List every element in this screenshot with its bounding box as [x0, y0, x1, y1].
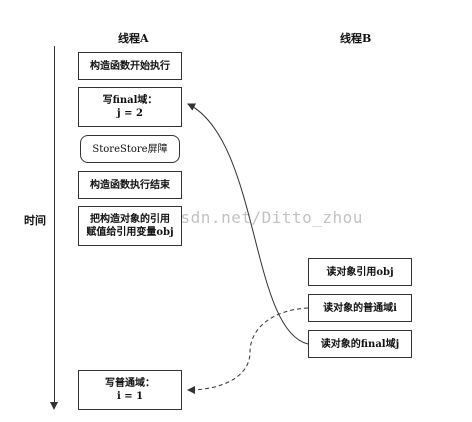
box-write-final-field: 写final域： j = 2: [78, 87, 182, 127]
timeline-arrowhead: [50, 402, 58, 410]
arrow-normal-read-to-normal-write: [187, 307, 309, 394]
box-write-normal-field: 写普通域： i = 1: [78, 370, 182, 410]
time-label: 时间: [24, 214, 46, 227]
box-storestore-barrier: StoreStore屏障: [80, 135, 180, 163]
timeline-axis: [54, 46, 55, 406]
thread-b-header: 线程B: [340, 32, 372, 45]
thread-a-header: 线程A: [118, 32, 149, 45]
watermark: og.csdn.net/Ditto_zhou: [140, 208, 363, 227]
box-constructor-start: 构造函数开始执行: [78, 52, 182, 80]
arrow-final-read-to-final-write: [187, 103, 309, 345]
box-read-normal-field: 读对象的普通域i: [308, 294, 412, 322]
box-constructor-end: 构造函数执行结束: [78, 171, 182, 199]
box-read-reference: 读对象引用obj: [308, 258, 412, 286]
box-assign-reference: 把构造对象的引用 赋值给引用变量obj: [78, 206, 182, 246]
box-read-final-field: 读对象的final域j: [308, 330, 412, 358]
